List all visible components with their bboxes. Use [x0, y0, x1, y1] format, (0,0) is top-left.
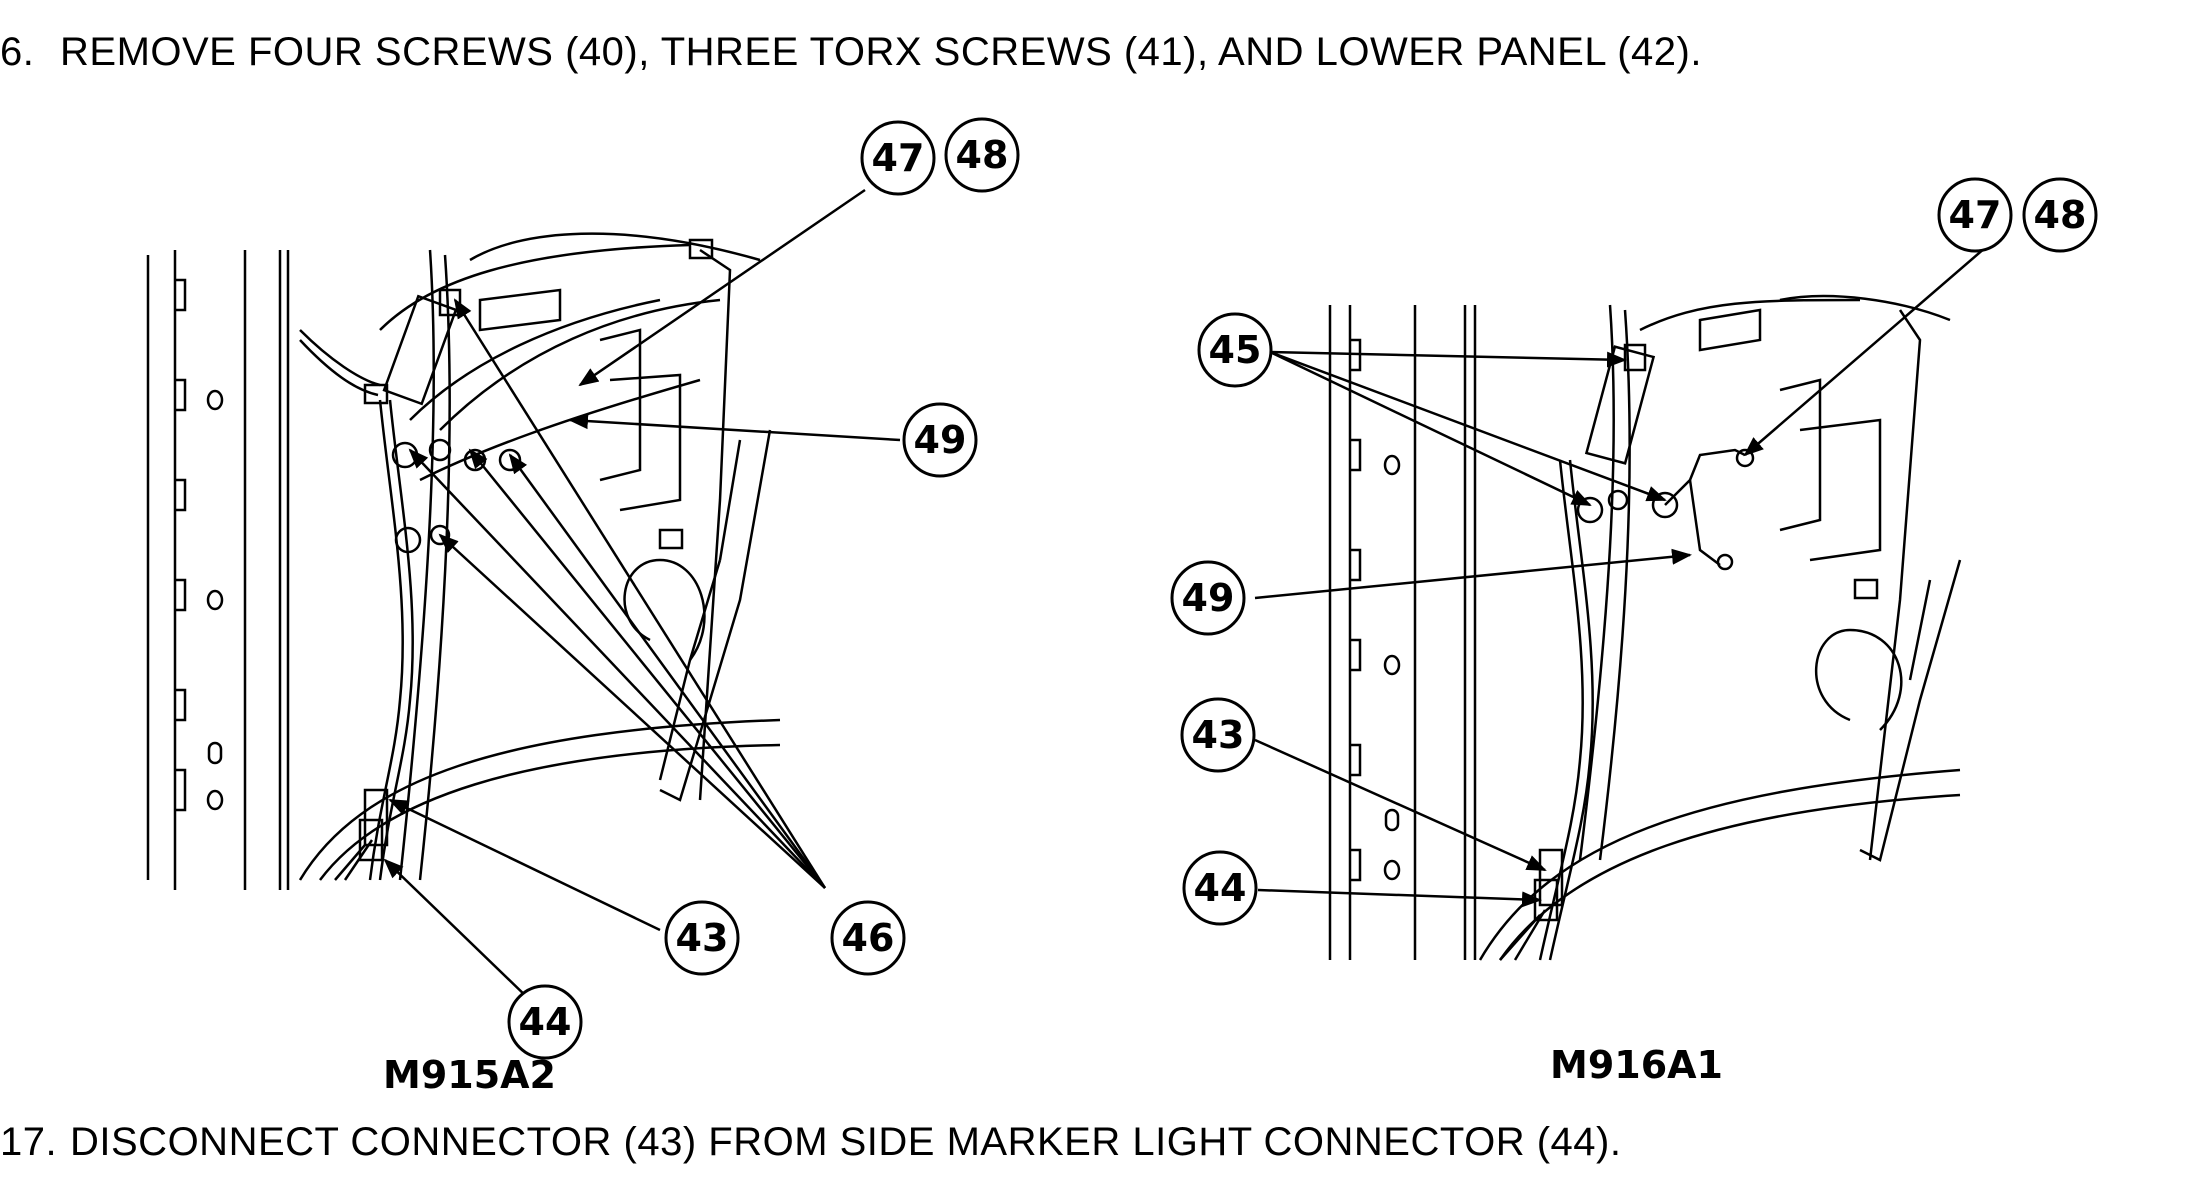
svg-text:49: 49	[1182, 576, 1235, 620]
step-number: 6.	[0, 30, 35, 74]
left-callout-46: 46	[830, 900, 906, 976]
svg-text:49: 49	[914, 418, 967, 462]
step-number: 17.	[0, 1120, 58, 1164]
right-callout-45: 45	[1197, 312, 1273, 388]
right-callout-44: 44	[1182, 850, 1258, 926]
step-text: REMOVE FOUR SCREWS (40), THREE TORX SCRE…	[60, 30, 1702, 74]
left-callout-47: 47	[860, 120, 936, 196]
left-callout-48: 48	[944, 117, 1020, 193]
svg-text:43: 43	[676, 916, 729, 960]
left-figure-caption: M915A2	[383, 1053, 556, 1097]
svg-text:44: 44	[519, 1000, 572, 1044]
step-17: 17. DISCONNECT CONNECTOR (43) FROM SIDE M…	[0, 1120, 1621, 1165]
svg-text:43: 43	[1192, 713, 1245, 757]
right-callout-43: 43	[1180, 697, 1256, 773]
left-callout-49: 49	[902, 402, 978, 478]
svg-text:44: 44	[1194, 866, 1247, 910]
right-callout-49: 49	[1170, 560, 1246, 636]
left-callout-43: 43	[664, 900, 740, 976]
svg-text:47: 47	[1949, 193, 2002, 237]
svg-text:48: 48	[956, 133, 1009, 177]
right-callout-47: 47	[1937, 177, 2013, 253]
step-16: 6. REMOVE FOUR SCREWS (40), THREE TORX SC…	[0, 30, 1702, 75]
svg-text:48: 48	[2034, 193, 2087, 237]
right-callout-48: 48	[2022, 177, 2098, 253]
right-figure	[1254, 234, 2001, 961]
svg-text:46: 46	[842, 916, 895, 960]
svg-text:45: 45	[1209, 328, 1262, 372]
left-callout-44: 44	[507, 984, 583, 1060]
right-figure-caption: M916A1	[1550, 1043, 1723, 1087]
left-figure	[146, 188, 901, 1001]
step-text: DISCONNECT CONNECTOR (43) FROM SIDE MARK…	[70, 1120, 1622, 1164]
svg-text:47: 47	[872, 136, 925, 180]
